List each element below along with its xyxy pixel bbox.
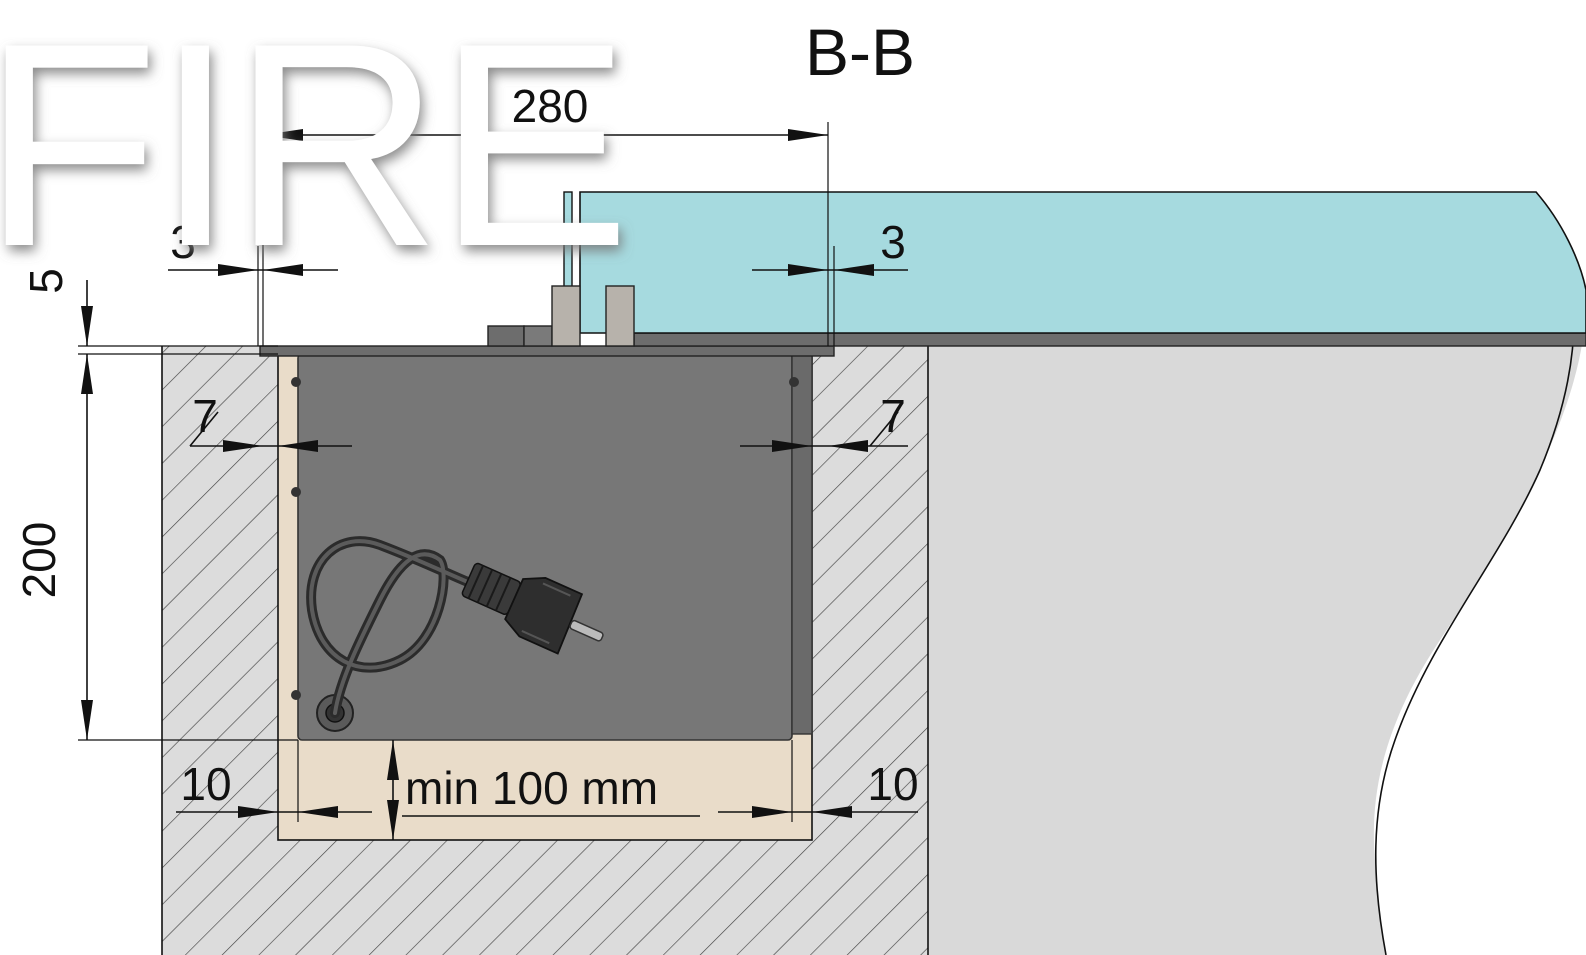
top-frame-plate <box>259 345 835 357</box>
dim-top-offset: 5 <box>20 268 72 294</box>
burner-side-flange <box>791 353 813 735</box>
screw-icon <box>291 690 301 700</box>
wall-solid-region <box>928 300 1586 955</box>
power-plug-icon <box>306 536 604 732</box>
glass-panel <box>579 191 1586 334</box>
dim-gap-bottom-right: 10 <box>867 758 918 810</box>
dim-gap-side-left: 7 <box>192 390 218 442</box>
screw-icon <box>291 487 301 497</box>
screw-icon <box>291 377 301 387</box>
screw-icon <box>789 377 799 387</box>
dim-depth: 200 <box>13 522 65 599</box>
clamp-block <box>551 285 581 347</box>
dim-min-clearance: min 100 mm <box>405 762 658 814</box>
dim-gap-side-right: 7 <box>880 390 906 442</box>
dim-gap-bottom-left: 10 <box>180 758 231 810</box>
dim-gap-top-right: 3 <box>880 216 906 268</box>
glass-support-strip <box>633 332 1586 347</box>
frame-block <box>523 325 553 347</box>
watermark-logo: FIRE <box>0 0 627 307</box>
clamp-block <box>605 285 635 347</box>
dim-overall-width: 280 <box>512 80 589 132</box>
section-label: B-B <box>805 15 915 89</box>
dim-gap-top-left: 3 <box>170 216 196 268</box>
frame-block <box>487 325 525 347</box>
